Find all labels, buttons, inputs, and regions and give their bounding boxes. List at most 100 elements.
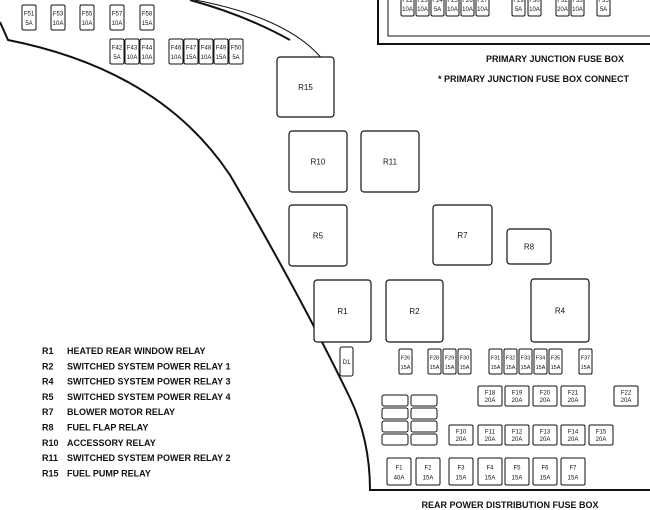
fuse-outline [398, 348, 413, 375]
fuse-rating: 10A [462, 7, 473, 13]
fuse-id: F6 [541, 465, 549, 471]
relay-label: R10 [311, 158, 326, 167]
fuse-id: F20 [540, 390, 551, 396]
fuse-outline [504, 424, 530, 446]
fuse-id: F58 [142, 12, 153, 18]
fuse-id: F26 [462, 0, 473, 4]
legend-code: R2 [42, 361, 54, 371]
fuse-outline [560, 385, 586, 407]
fuse-f44: F44 10A [139, 38, 155, 65]
spare-fuse-slot [410, 420, 438, 433]
spare-fuse-slot [381, 394, 409, 407]
fuse-id: F11 [485, 429, 496, 435]
fuse-outline [430, 0, 445, 17]
relay-r5: R5 [288, 204, 348, 267]
fuse-f43: F43 10A [124, 38, 140, 65]
fuse-rating: 15A [423, 476, 434, 482]
rear-box-caption: REAR POWER DISTRIBUTION FUSE BOX [421, 500, 598, 510]
fuse-id: F44 [142, 46, 153, 52]
fuse-outline [477, 424, 503, 446]
fuse-rating: 20A [485, 398, 496, 404]
legend-code: R7 [42, 407, 54, 417]
fuse-id: F22 [621, 390, 632, 396]
fuse-id: F13 [540, 429, 551, 435]
fuse-id: F55 [82, 12, 93, 18]
legend-description: FUEL PUMP RELAY [67, 468, 151, 478]
fuse-outline [560, 424, 586, 446]
relay-label: R1 [337, 307, 348, 316]
diode-label: D1 [343, 360, 351, 366]
fuse-rating: 15A [568, 476, 579, 482]
fuse-rating: 5A [232, 55, 239, 61]
fuse-id: F27 [477, 0, 488, 4]
fuse-outline [21, 4, 37, 31]
fuse-rating: 10A [417, 7, 428, 13]
diode-outline [339, 346, 354, 377]
fuse-rating: 15A [186, 55, 197, 61]
fuse-id: F3 [457, 465, 465, 471]
relay-outline [288, 130, 348, 193]
fuse-outline [228, 38, 244, 65]
legend-description: BLOWER MOTOR RELAY [67, 407, 175, 417]
fuse-rating: 5A [25, 21, 32, 27]
diode-d1: D1 [339, 346, 354, 377]
fuse-id: F29 [513, 0, 524, 4]
fuse-rating: 20A [621, 398, 632, 404]
fuse-id: F43 [127, 46, 138, 52]
relay-outline [288, 204, 348, 267]
fuse-rating: 10A [82, 21, 93, 27]
fuse-rating: 10A [477, 7, 488, 13]
fuse-rating: 20A [596, 437, 607, 443]
rear-box-top-edge [189, 0, 291, 41]
fuse-rating: 15A [521, 365, 531, 371]
fuse-outline [613, 385, 639, 407]
fuse-rating: 10A [127, 55, 138, 61]
fuse-rating: 10A [142, 55, 153, 61]
fuse-outline [477, 457, 503, 486]
legend-code: R1 [42, 346, 54, 356]
fuse-rating: 10A [447, 7, 458, 13]
fuse-id: F33 [521, 356, 530, 362]
fuse-rating: 20A [456, 437, 467, 443]
legend-code: R10 [42, 438, 59, 448]
fuse-rating: 10A [112, 21, 123, 27]
legend-code: R4 [42, 377, 54, 387]
fuse-rating: 15A [536, 365, 546, 371]
fuse-f26: F26 10A [460, 0, 475, 17]
fuse-outline [570, 0, 585, 17]
fuse-outline [448, 424, 474, 446]
fuse-f55: F55 10A [79, 4, 95, 31]
spare-fuse-slot [410, 407, 438, 420]
legend-description: FUEL FLAP RELAY [67, 423, 148, 433]
relay-outline [360, 130, 420, 193]
legend-description: SWITCHED SYSTEM POWER RELAY 3 [67, 377, 231, 387]
fuse-outline [50, 4, 66, 31]
fuse-outline [109, 4, 125, 31]
relay-r4: R4 [530, 278, 590, 343]
fuse-outline [445, 0, 460, 17]
fuse-rating: 20A [512, 437, 523, 443]
fuse-outline [168, 38, 184, 65]
fuse-rating: 10A [201, 55, 212, 61]
spare-fuse-slot [381, 433, 409, 446]
fuse-rating: 15A [216, 55, 227, 61]
relay-r10: R10 [288, 130, 348, 193]
